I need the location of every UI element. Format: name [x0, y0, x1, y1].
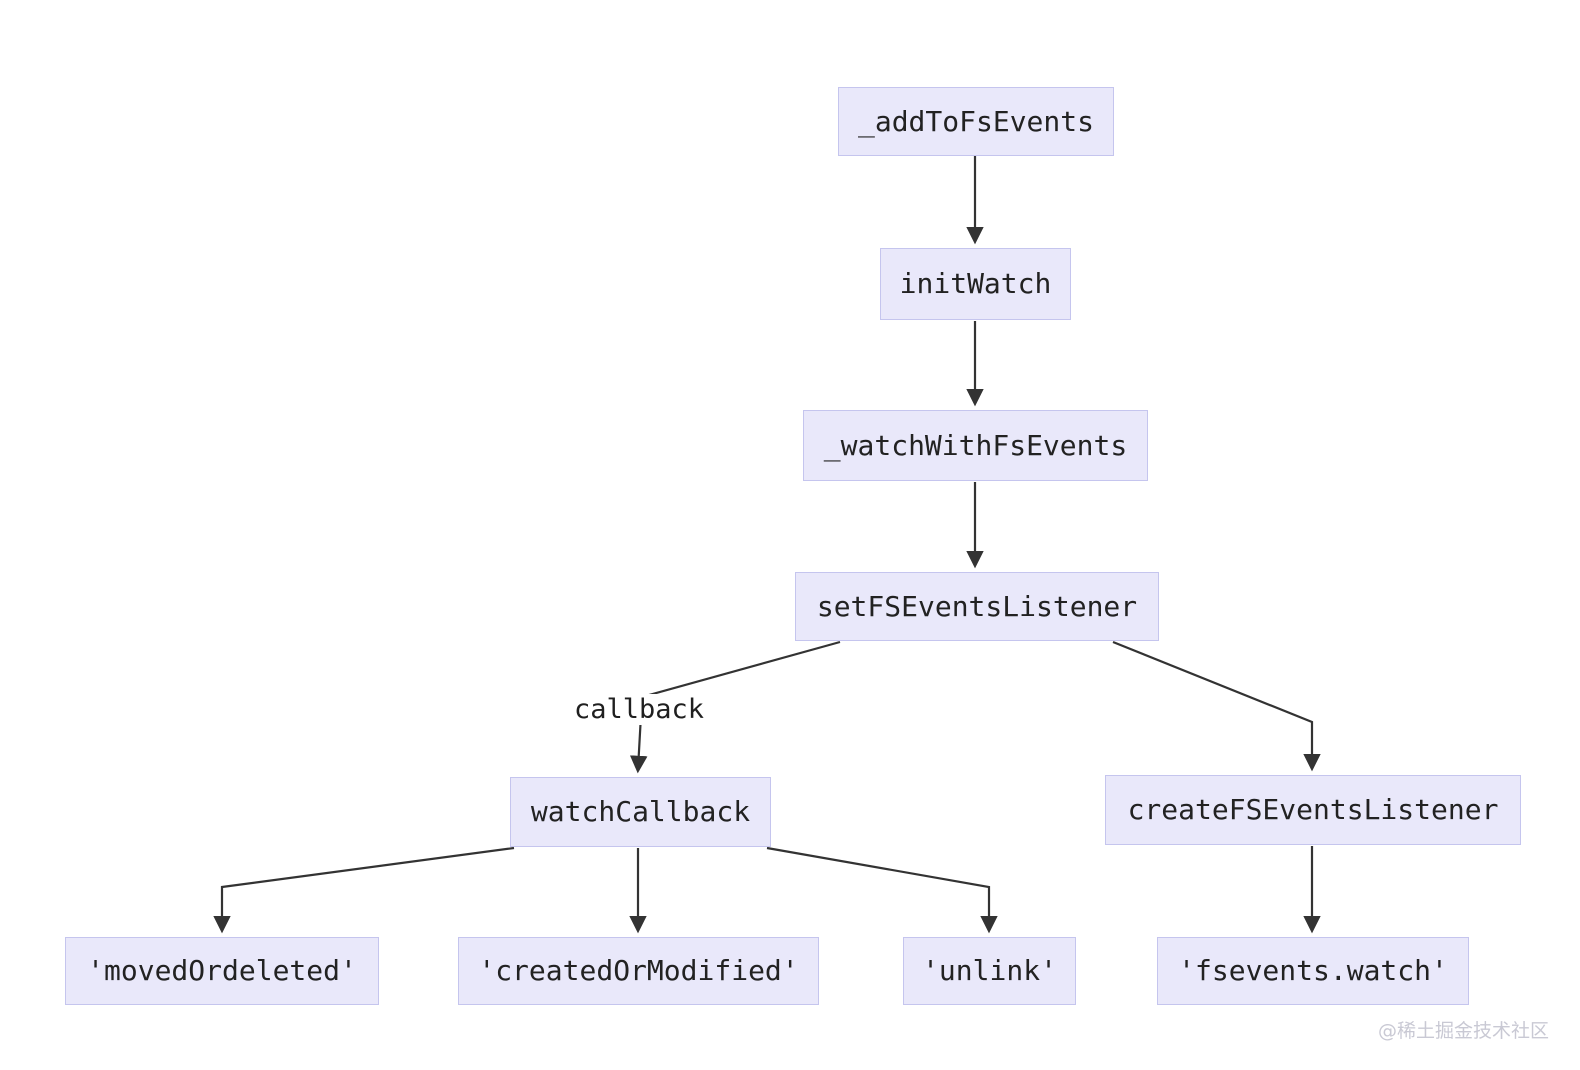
node-label: 'createdOrModified': [478, 954, 799, 987]
node-created-or-modified[interactable]: 'createdOrModified': [458, 937, 819, 1005]
node-set-fs-events-listener[interactable]: setFSEventsListener: [795, 572, 1159, 641]
node-unlink[interactable]: 'unlink': [903, 937, 1076, 1005]
node-label: createFSEventsListener: [1127, 793, 1499, 826]
node-label: _watchWithFsEvents: [823, 428, 1128, 462]
node-fsevents-watch[interactable]: 'fsevents.watch': [1157, 937, 1469, 1005]
edge-label-callback: callback: [570, 694, 709, 725]
node-label: 'movedOrdeleted': [87, 954, 357, 987]
edge-watchcallback-to-unlink: [766, 846, 998, 934]
watermark: @稀土掘金技术社区: [1378, 1020, 1550, 1042]
node-label: initWatch: [899, 267, 1052, 300]
node-moved-or-deleted[interactable]: 'movedOrdeleted': [65, 937, 379, 1005]
node-label: 'unlink': [922, 954, 1057, 987]
node-watch-with-fs-events[interactable]: _watchWithFsEvents: [803, 410, 1148, 481]
edge-watchcallback-to-movedordeleted: [213, 846, 515, 934]
node-label: _addToFsEvents: [857, 104, 1094, 138]
node-label: watchCallback: [530, 795, 751, 828]
node-watch-callback[interactable]: watchCallback: [510, 777, 771, 847]
node-init-watch[interactable]: initWatch: [880, 248, 1071, 320]
edge-setfseventslistener-to-createfseventslistener: [1112, 640, 1321, 772]
node-create-fs-events-listener[interactable]: createFSEventsListener: [1105, 775, 1521, 845]
node-label: 'fsevents.watch': [1178, 954, 1448, 987]
node-add-to-fs-events[interactable]: _addToFsEvents: [838, 87, 1114, 156]
node-label: setFSEventsListener: [816, 589, 1138, 623]
